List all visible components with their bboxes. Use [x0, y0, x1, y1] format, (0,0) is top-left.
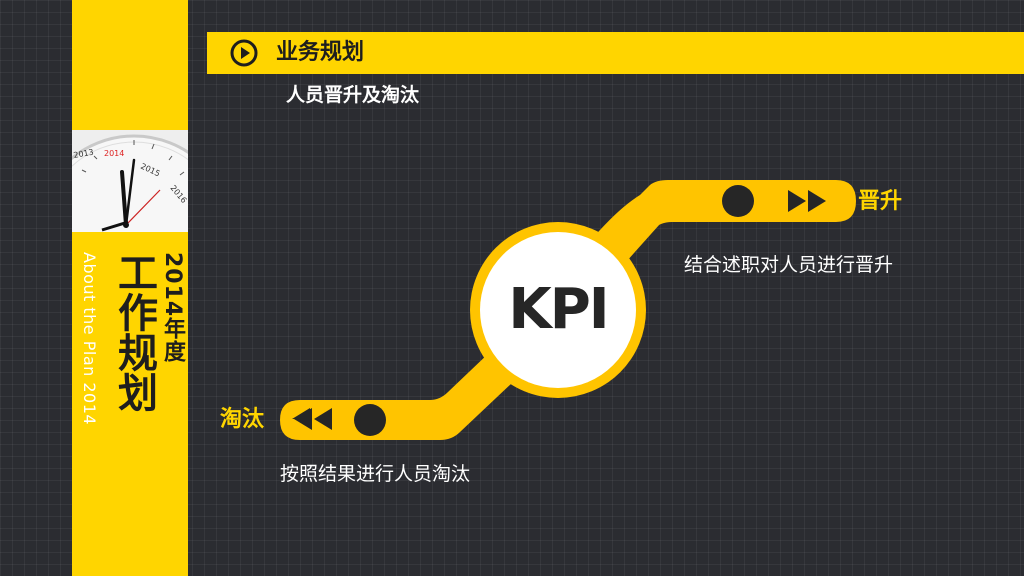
sidebar-main-title: 工作规划 — [111, 252, 157, 412]
promote-track-body — [520, 180, 856, 330]
eliminate-label: 淘汰 — [220, 407, 265, 432]
fast-forward-icon-2 — [808, 190, 826, 212]
promote-dot-icon — [722, 185, 754, 217]
play-circle-icon — [230, 39, 258, 67]
promote-description: 结合述职对人员进行晋升 — [684, 254, 894, 276]
sidebar-bar-top — [72, 0, 188, 130]
clock-year-2014: 2014 — [104, 149, 124, 158]
sidebar-bar-bottom — [72, 232, 188, 576]
sidebar-year-label: 2014年度 — [160, 252, 185, 364]
kpi-circle — [480, 232, 636, 388]
clock-image: 2013 2014 2015 2016 — [72, 130, 188, 232]
rewind-icon-b — [314, 408, 332, 430]
page-subtitle: 人员晋升及淘汰 — [286, 84, 420, 106]
eliminate-description: 按照结果进行人员淘汰 — [280, 463, 471, 485]
promote-label: 晋升 — [858, 189, 903, 214]
eliminate-dot-icon — [354, 404, 386, 436]
sidebar-english-title: About the Plan 2014 — [80, 252, 99, 426]
kpi-label: KPI — [508, 277, 609, 342]
page-title: 业务规划 — [276, 40, 365, 65]
header-band — [207, 32, 1024, 74]
fast-forward-icon — [788, 190, 806, 212]
clock-year-2013: 2013 — [73, 148, 95, 160]
rewind-icon-a — [294, 408, 312, 430]
